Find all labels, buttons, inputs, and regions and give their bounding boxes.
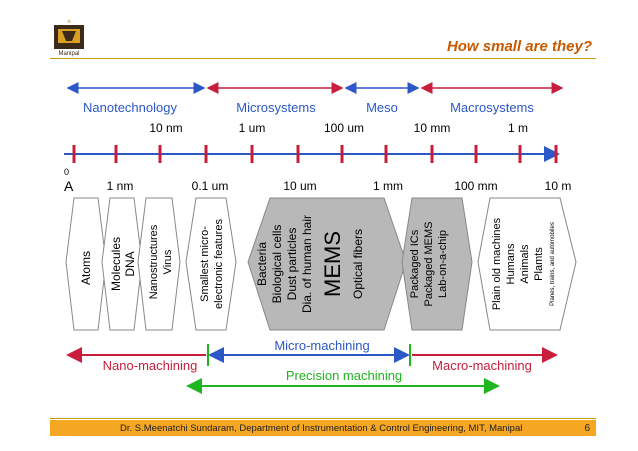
object-planes-trains: Planes, trains, and automobiles (550, 222, 556, 306)
slide-title: How small are they? (446, 38, 592, 55)
range-label-microsystems: Microsystems (236, 100, 316, 115)
lower-scale-label: 1 mm (373, 179, 403, 193)
lower-scale-label: 100 mm (454, 179, 497, 193)
object-hexagon (101, 197, 143, 331)
footer-rule (50, 418, 596, 419)
lower-scale-label: 10 um (283, 179, 316, 193)
header-rule (50, 58, 596, 59)
object-hexagon (401, 197, 473, 331)
range-label-meso: Meso (366, 100, 398, 115)
upper-scale-label: 1 um (239, 121, 266, 135)
object-hexagon-mems (247, 197, 407, 331)
object-humans: Humans (505, 243, 517, 284)
lower-scale-label: A (64, 178, 74, 194)
lower-scale-label: 10 m (545, 179, 572, 193)
label-precision-machining: Precision machining (286, 368, 402, 383)
object-packaged-ics: Packaged ICs (409, 229, 421, 298)
object-electronic-features: electronic features (213, 219, 225, 309)
object-smallest-micro: Smallest micro- (199, 226, 211, 302)
object-packaged-mems: Packaged MEMS (423, 222, 435, 307)
object-dna: DNA (123, 251, 137, 276)
object-dust-particles: Dust particles (285, 228, 299, 301)
range-label-nanotechnology: Nanotechnology (83, 100, 177, 115)
footer-bar: Dr. S.Meenatchi Sundaram, Department of … (50, 420, 596, 436)
svg-text:ॐ: ॐ (67, 19, 71, 24)
object-hexagon (185, 197, 237, 331)
range-label-macrosystems: Macrosystems (450, 100, 534, 115)
object-mems: MEMS (320, 231, 345, 297)
lower-scale-label: 0.1 um (192, 179, 229, 193)
object-bacteria: Bacteria (255, 242, 269, 286)
manipal-logo: Manipal ॐ (50, 17, 88, 59)
object-animals: Animals (519, 244, 531, 284)
upper-scale-label: 100 um (324, 121, 364, 135)
object-hexagon (477, 197, 577, 331)
page-number: 6 (584, 422, 590, 434)
lower-scale-label: 1 nm (107, 179, 134, 193)
scale-ticks (72, 145, 558, 163)
object-optical-fibers: Optical fibers (351, 229, 365, 299)
object-nanostructures: Nanostructures (148, 224, 160, 299)
object-biological-cells: Biological cells (270, 225, 284, 304)
object-molecules: Molecules (109, 237, 123, 291)
footer-credit: Dr. S.Meenatchi Sundaram, Department of … (120, 422, 523, 434)
object-lab-on-chip: Lab-on-a-chip (437, 230, 449, 298)
object-hexagon (65, 197, 107, 331)
label-micro-machining: Micro-machining (274, 338, 369, 353)
logo-text: Manipal (58, 51, 79, 57)
object-hexagon (137, 197, 181, 331)
upper-scale-label: 1 m (508, 121, 528, 135)
object-atoms: Atoms (79, 251, 93, 285)
object-plain-old-machines: Plain old machines (491, 217, 503, 310)
label-macro-machining: Macro-machining (432, 358, 532, 373)
upper-scale-label: 10 nm (149, 121, 182, 135)
upper-scale-label: 10 mm (414, 121, 451, 135)
object-virus: Virus (162, 249, 174, 274)
object-plamts: Plamts (533, 247, 545, 281)
label-nano-machining: Nano-machining (103, 358, 198, 373)
object-human-hair: Dia. of human hair (300, 215, 314, 313)
lower-scale-label: 0 (64, 167, 69, 177)
